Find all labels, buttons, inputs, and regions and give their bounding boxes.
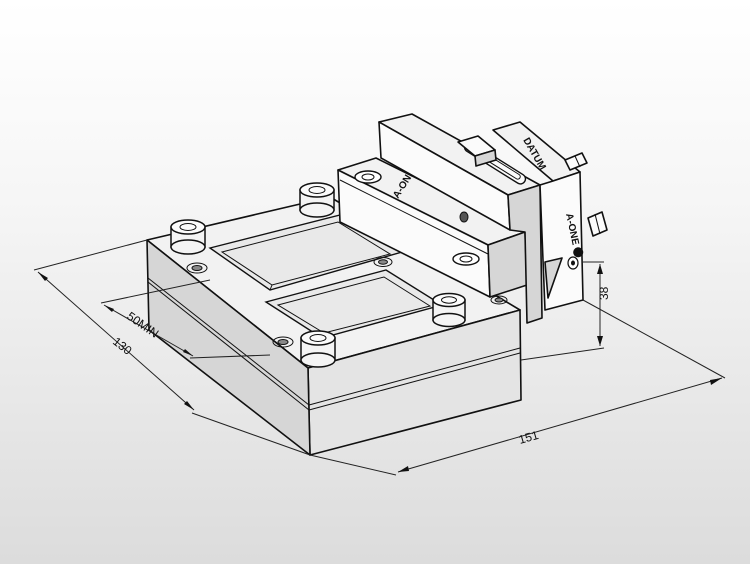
counterbore-hole-3 — [373, 257, 393, 267]
cap-screw-back-right — [299, 182, 335, 218]
dimension-height: 38 — [520, 261, 611, 361]
side-clamp-screw-upper — [564, 152, 588, 171]
counterbore-hole-2 — [272, 336, 294, 348]
side-clamp-screw-lower — [587, 211, 608, 237]
dimension-width: 151 — [309, 299, 726, 476]
counterbore-hole-1 — [186, 262, 208, 274]
dimension-width-label: 151 — [517, 428, 540, 447]
jaw-screw-left — [354, 170, 382, 184]
side-dowel-hole — [567, 256, 579, 270]
jaw-dowel-hole — [459, 211, 469, 223]
jaw-screw-right — [452, 252, 480, 266]
cap-screw-jaw-front — [432, 292, 466, 328]
cap-screw-back-left — [170, 219, 206, 255]
dimension-height-label: 38 — [597, 286, 611, 300]
cap-screw-front — [300, 330, 336, 368]
datum-wedge — [544, 257, 563, 299]
locating-block-small — [457, 135, 497, 167]
counterbore-hole-4 — [490, 295, 508, 305]
